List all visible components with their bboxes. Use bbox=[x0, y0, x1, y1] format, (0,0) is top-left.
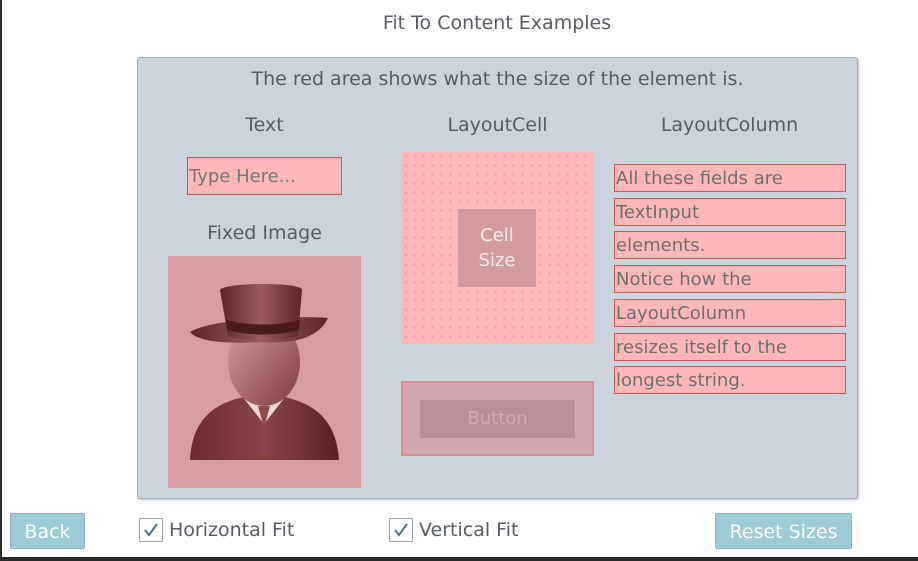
layout-column-field[interactable]: Notice how the bbox=[614, 265, 846, 293]
window-frame-left bbox=[0, 0, 2, 561]
layout-column-field[interactable]: TextInput bbox=[614, 198, 846, 226]
cell-size-box: Cell Size bbox=[458, 209, 536, 287]
page-title: Fit To Content Examples bbox=[382, 12, 612, 34]
fixed-image-heading: Fixed Image bbox=[207, 222, 322, 244]
back-button[interactable]: Back bbox=[10, 513, 85, 549]
layout-cell-heading: LayoutCell bbox=[447, 114, 548, 136]
panel-description: The red area shows what the size of the … bbox=[251, 68, 744, 90]
button-container: Button bbox=[401, 381, 594, 456]
layout-column-field[interactable]: longest string. bbox=[614, 366, 846, 394]
text-column-heading: Text bbox=[245, 114, 284, 136]
layout-column-field[interactable]: LayoutColumn bbox=[614, 299, 846, 327]
layout-column-heading: LayoutColumn bbox=[660, 114, 799, 136]
check-icon bbox=[144, 523, 158, 537]
check-icon bbox=[394, 523, 408, 537]
person-in-top-hat-icon bbox=[190, 284, 339, 460]
reset-sizes-button[interactable]: Reset Sizes bbox=[715, 513, 852, 549]
vertical-fit-label[interactable]: Vertical Fit bbox=[419, 519, 519, 541]
vertical-fit-checkbox[interactable] bbox=[389, 518, 413, 542]
horizontal-fit-checkbox[interactable] bbox=[139, 518, 163, 542]
example-button[interactable]: Button bbox=[420, 400, 575, 438]
layout-cell: Cell Size bbox=[401, 152, 594, 344]
examples-panel: The red area shows what the size of the … bbox=[137, 57, 858, 499]
text-input[interactable] bbox=[187, 157, 342, 195]
layout-column-field[interactable]: resizes itself to the bbox=[614, 333, 846, 361]
layout-column-field[interactable]: elements. bbox=[614, 231, 846, 259]
fixed-image bbox=[168, 256, 361, 488]
window-frame-bottom bbox=[0, 557, 918, 561]
horizontal-fit-label[interactable]: Horizontal Fit bbox=[169, 519, 295, 541]
layout-column-field[interactable]: All these fields are bbox=[614, 164, 846, 192]
